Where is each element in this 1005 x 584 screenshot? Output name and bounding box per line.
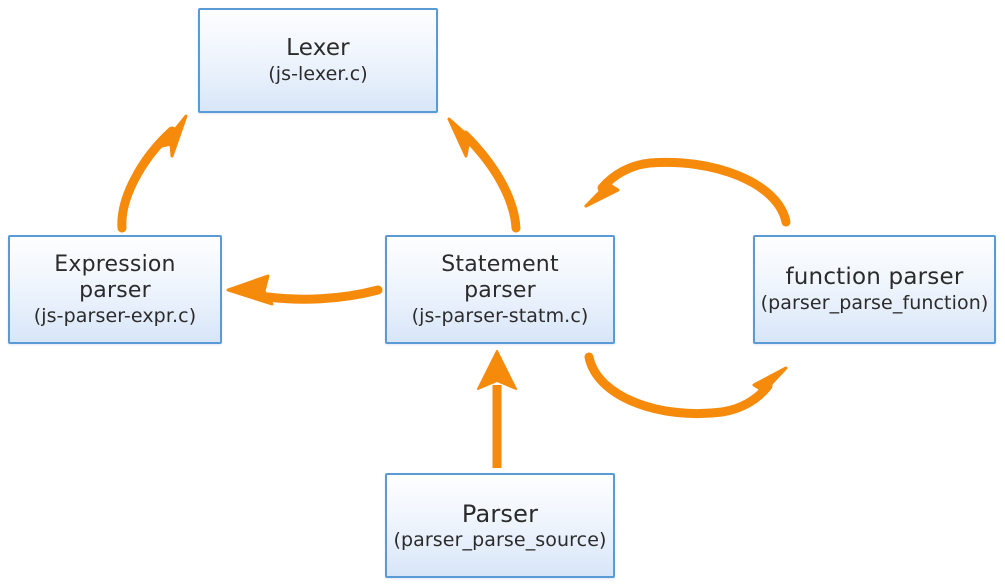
node-expression-parser[interactable]: Expression parser (js-parser-expr.c) [8, 235, 222, 344]
node-expression-parser-subtitle: (js-parser-expr.c) [33, 304, 197, 327]
node-function-parser-title: function parser [785, 264, 964, 291]
edge-statement-to-function [584, 352, 788, 419]
node-parser-title: Parser [461, 499, 539, 528]
node-parser[interactable]: Parser (parser_parse_source) [385, 473, 615, 578]
edge-expression-to-lexer [117, 114, 188, 233]
node-lexer-subtitle: (js-lexer.c) [268, 63, 368, 86]
edge-statement-to-lexer [447, 117, 521, 233]
edge-statement-to-expression [226, 274, 383, 306]
node-lexer-title: Lexer [286, 35, 350, 62]
node-statement-parser-subtitle: (js-parser-statm.c) [411, 304, 589, 327]
node-lexer[interactable]: Lexer (js-lexer.c) [198, 8, 438, 113]
edge-function-to-statement [584, 157, 791, 227]
node-expression-parser-title: Expression parser [54, 251, 176, 303]
node-statement-parser[interactable]: Statement parser (js-parser-statm.c) [385, 235, 615, 344]
node-function-parser-subtitle: (parser_parse_function) [760, 292, 989, 315]
node-parser-subtitle: (parser_parse_source) [393, 528, 607, 551]
node-statement-parser-title: Statement parser [441, 251, 559, 303]
edge-parser-to-statement [477, 350, 517, 468]
node-function-parser[interactable]: function parser (parser_parse_function) [753, 235, 996, 344]
